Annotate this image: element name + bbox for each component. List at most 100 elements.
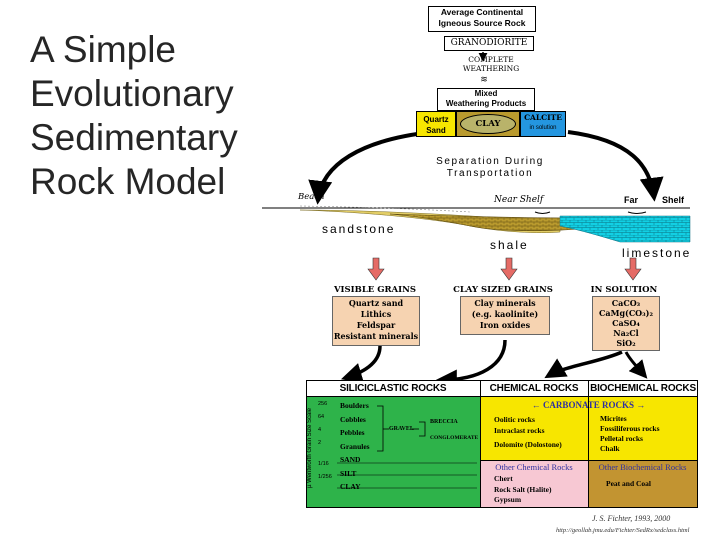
scale-ticks: 256 64 4 2 1/16 1/256 [318,398,332,484]
solution-item-0: CaCO₃ [611,298,641,308]
scale-tick-2: 4 [318,427,322,433]
shelf-label: Shelf [662,195,685,205]
breccia-label: BRECCIA [430,419,458,425]
clay-item-0: Clay minerals [474,298,536,308]
other-chem-item-0: Chert [494,474,513,483]
scale-tick-5: 1/256 [318,474,332,480]
visible-item-3: Resistant minerals [333,331,419,341]
visible-grains-header: VISIBLE GRAINS [333,285,417,295]
granodiorite-label: GRANODIORITE [450,38,528,48]
arrow-visible-to-siliciclastic [340,345,382,384]
clastic-item-6: CLAY [340,482,361,491]
curved-arrow-right [567,130,664,202]
clay-label: CLAY [475,119,501,129]
clastic-item-5: SILT [340,468,357,478]
clay-oval: CLAY [460,114,516,134]
credit-author: J. S. Fichter, 1993, 2000 [592,514,671,523]
clay-grains-header: CLAY SIZED GRAINS [453,285,553,295]
siliciclastic-area [307,396,480,507]
weathering-line1: COMPLETE [468,55,514,64]
scale-tick-1: 64 [318,414,325,420]
red-arrow-shale [500,257,518,281]
arrow-solution-to-chemical [544,350,623,379]
weathering-line2: WEATHERING [462,64,520,73]
clastic-item-2: Pebbles [340,428,365,437]
chem-item-0: Oolitic rocks [494,415,535,424]
biochemical-header: BIOCHEMICAL ROCKS [590,383,696,394]
shale-layer [389,213,591,232]
calcite-label: CALCITE [524,113,562,122]
conglomerate-label: CONGLOMERATE [430,435,479,441]
chem-carbonate-list: Oolitic rocks Intraclast rocks Dolomite … [494,414,562,450]
credit-url: http://geollab.jmu.edu/Fichter/SedRx/sed… [556,527,690,534]
mixed-products-box: Mixed Weathering Products [437,88,535,111]
near-shelf-label: Near Shelf [494,195,544,205]
transport-label: Separation During Transportation [420,156,560,180]
limestone-label: limestone [622,246,692,260]
clay-item-2: Iron oxides [479,320,531,330]
chem-item-2: Dolomite (Dolostone) [494,440,562,449]
source-rock-box: Average Continental Igneous Source Rock [428,6,536,32]
quartz-line1: Quartz [423,115,449,124]
clay-grains-box: Clay minerals (e.g. kaolinite) Iron oxid… [460,296,550,335]
limestone-layer [559,215,691,243]
bio-item-2: Pelletal rocks [600,434,643,443]
visible-grains-box: Quartz sand Lithics Feldspar Resistant m… [332,296,420,346]
solution-item-2: CaSO₄ [612,318,640,328]
other-bio-header: Other Biochemical Rocks [598,462,687,472]
beach-label: Beach [298,192,325,202]
products-line2: Weathering Products [445,99,527,108]
other-chem-area [480,460,588,507]
visible-item-0: Quartz sand [348,298,404,308]
scale-tick-4: 1/16 [318,461,329,467]
clastic-item-3: Granules [340,441,370,451]
scale-tick-3: 2 [318,440,322,446]
bio-item-3: Chalk [600,444,620,453]
carbonate-right-arrow-icon: → [636,400,646,410]
bio-carbonate-area [588,396,697,460]
weathering-wave-icon: ≋ [480,74,488,84]
transport-line2: Transportation [446,168,534,179]
other-chem-item-1: Rock Salt (Halite) [494,484,552,494]
clastic-brackets [337,405,477,489]
divider-other [480,460,698,461]
far-label: Far [624,195,639,205]
calcite-box: CALCITE in solution [520,111,566,137]
arrow-clay-to-siliciclastic [435,339,507,391]
source-rock-line2: Igneous Source Rock [438,18,526,28]
clay-item-1: (e.g. kaolinite) [471,309,539,319]
complete-weathering-label: COMPLETE WEATHERING [456,55,526,73]
clastic-item-1: Cobbles [340,414,366,424]
quartz-line2: Sand [426,126,446,135]
clastic-list: Boulders Cobbles Pebbles Granules SAND S… [340,399,370,494]
chem-carbonate-area [480,396,588,460]
carbonate-left-arrow-icon: ← [531,400,541,410]
chem-item-1: Intraclast rocks [494,426,545,435]
clastic-item-0: Boulders [340,401,369,410]
solution-item-1: CaMg(CO₃)₂ [599,308,653,318]
siliciclastic-header: SILICICLASTIC ROCKS [339,383,447,394]
other-bio-item-0: Peat and Coal [606,479,651,488]
divider-siliciclastic [480,380,481,508]
quartz-sand-box: Quartz Sand [416,111,456,137]
other-bio-list: Peat and Coal [606,478,651,489]
other-bio-area [588,460,697,507]
gravel-label: GRAVEL [389,426,414,432]
other-chem-header: Other Chemical Rocks [495,462,573,472]
calcite-sub: in solution [529,125,557,131]
in-solution-header: IN SOLUTION [590,285,658,295]
arrow-solution-to-biochemical [624,351,648,379]
clastic-item-4: SAND [340,455,361,464]
curved-arrow-left [308,130,433,205]
divider-header [306,396,698,397]
bio-item-0: Micrites [600,414,627,423]
visible-item-2: Feldspar [356,320,396,330]
scale-tick-0: 256 [318,401,328,407]
in-solution-box: CaCO₃ CaMg(CO₃)₂ CaSO₄ Na₂Cl SiO₂ [592,296,660,351]
visible-item-1: Lithics [360,309,392,319]
shale-label: shale [490,238,529,252]
chemical-header: CHEMICAL ROCKS [489,383,579,394]
slide-title: A Simple Evolutionary Sedimentary Rock M… [30,29,238,202]
sandstone-label: sandstone [322,222,396,236]
